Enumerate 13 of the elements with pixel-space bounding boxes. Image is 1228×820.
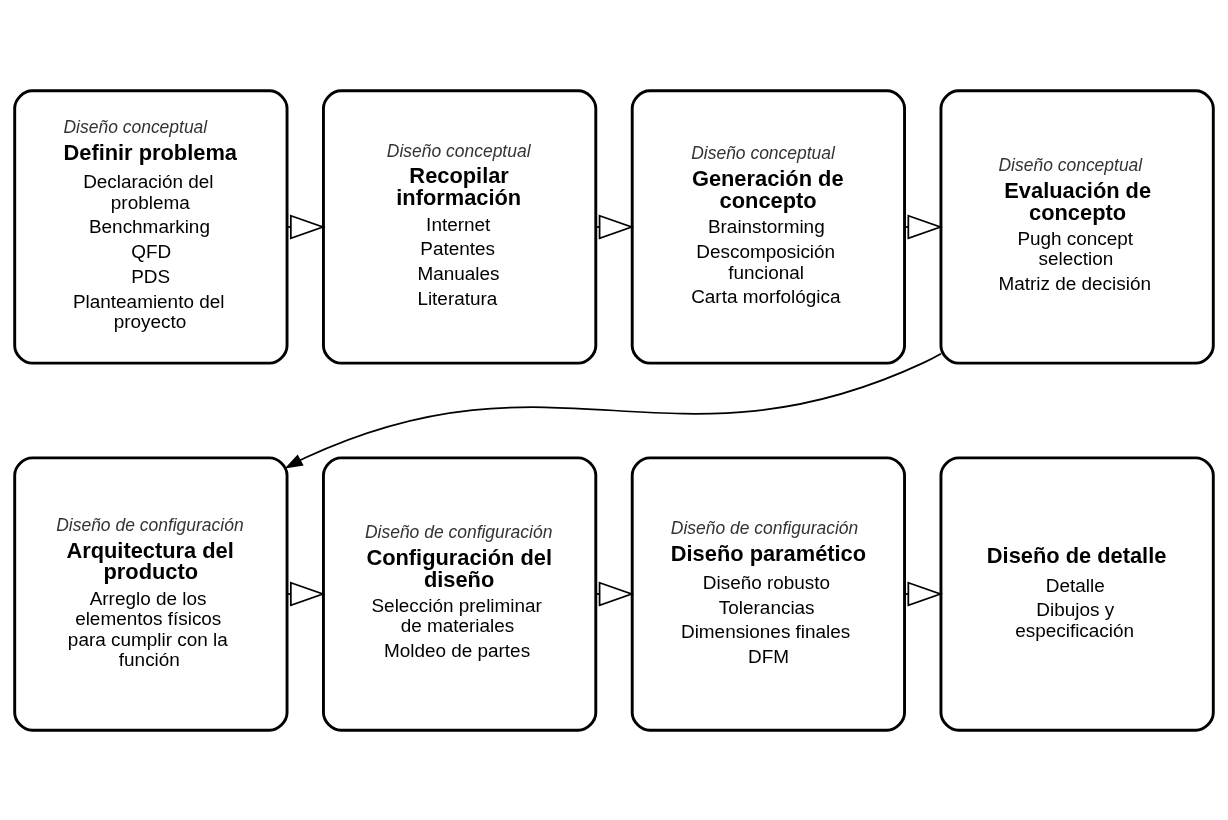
- node-box: Diseño de detalle Detalle Dibujos y especificación: [939, 455, 1215, 732]
- node-box: Diseño conceptual Evaluación de concepto Pugh concept selection Matriz de decisión: [939, 88, 1215, 365]
- node-box: Diseño conceptual Definir problema Declaración del problema Benchmarking QFD PDS Planteamiento del proyecto: [13, 88, 289, 365]
- arrow: [595, 214, 635, 239]
- node-box: Diseño de configuración Diseño paramético Diseño robusto Tolerancias Dimensiones finales DFM: [630, 455, 906, 732]
- node-box: Diseño conceptual Generación de concepto Brainstorming Descomposición funcional Carta morfológica: [630, 88, 906, 365]
- arrow: [595, 581, 635, 606]
- arrow: [286, 581, 326, 606]
- arrow: [284, 352, 942, 468]
- node-box: Diseño de configuración Arquitectura del producto Arreglo de los elementos físicos para cumplir con la función: [13, 455, 289, 732]
- node-box: Diseño conceptual Recopilar información Internet Patentes Manuales Literatura: [322, 88, 598, 365]
- node-box: Diseño de configuración Configuración del diseño Selección preliminar de materiales Moldeo de partes: [322, 455, 598, 732]
- arrow: [286, 214, 326, 239]
